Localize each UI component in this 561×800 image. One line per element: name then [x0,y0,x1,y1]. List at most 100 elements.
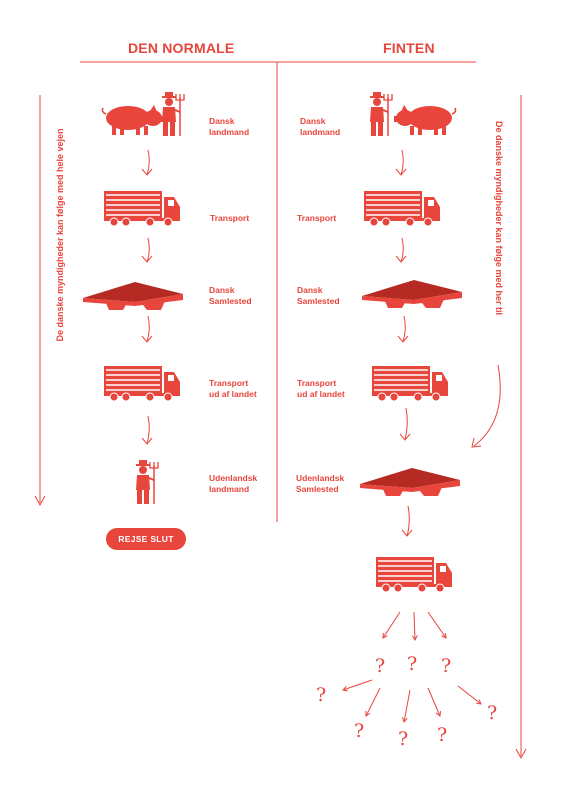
farmer-hat [139,460,147,465]
question-mark: ? [375,655,386,677]
question-mark: ? [441,655,452,677]
dispersal-arrow [413,611,416,641]
pig-leg [418,126,422,135]
flow-arrow-head [395,255,407,263]
truck-wheel [109,392,119,402]
journey-end-badge: REJSE SLUT [106,528,186,550]
truck-chassis [376,584,452,587]
pig-body [408,106,452,130]
truck-icon [372,366,448,402]
pig-head [396,110,414,126]
dispersal-arrow [382,611,401,639]
truck-wheel [145,392,155,402]
barn-icon [362,280,462,308]
dispersal-arrow [365,687,381,717]
right-side-text: De danske myndigheder kan følge med her … [494,120,504,316]
pig-leg [136,126,140,135]
truck-icon [104,191,180,227]
truck-window [436,375,442,381]
truck-chassis [372,393,448,396]
pig-leg [144,126,148,135]
farmer-head [139,466,147,474]
question-mark: ? [487,702,498,724]
truck-chassis [104,218,180,221]
truck-window [440,566,446,572]
farmer-hat [373,92,381,97]
dispersal-arrow [342,679,373,691]
truck-window [168,375,174,381]
dispersal-arrow-head [435,710,441,717]
pig-leg [434,126,438,135]
farmer-arm [148,477,155,481]
right-step-2-label: Transport [297,213,337,223]
farmer-hat [165,92,173,97]
farmer-hat-brim [162,96,176,98]
divert-arrow [473,364,501,447]
left-side-text: De danske myndigheder kan følge med hele… [55,128,65,342]
truck-wheel [393,583,403,593]
pig-ear [150,105,157,112]
dispersal-arrow-head [342,685,349,692]
farmer-leg [137,490,142,504]
truck-wheel [423,217,433,227]
truck-wheel [145,217,155,227]
pig-leg [410,126,414,135]
left-step-2-label: Transport [210,213,250,223]
truck-icon [364,191,440,227]
truck-wheel [435,583,445,593]
question-mark: ? [407,653,418,675]
barn-pillar [105,301,127,310]
truck-wheel [389,392,399,402]
barn-pillar [422,299,444,308]
barn-icon [360,468,460,496]
truck-wheel [377,392,387,402]
flow-arrow [402,315,406,343]
flow-arrow-head [141,335,153,343]
flow-arrow [400,237,404,263]
flow-arrow [146,237,150,263]
dispersal-arrow-head [441,632,447,639]
farmer-icon [370,92,393,136]
truck-window [428,200,434,206]
barn-pillar [420,487,442,496]
pig-snout [394,116,398,122]
farmer-leg [378,122,383,136]
right-side-arrow-head [515,748,527,760]
farmer-icon [162,92,185,136]
farmer-torso [162,107,176,122]
truck-window [168,200,174,206]
left-side-arrow-head [34,495,46,507]
question-mark: ? [437,724,448,746]
farmer-icon [136,460,159,504]
pig-head [144,110,162,126]
pig-tail [101,107,107,115]
pitchfork-tines [175,94,185,101]
farmer-arm [382,109,389,113]
flow-arrow-head [399,433,411,441]
truck-wheel [163,392,173,402]
farmer-leg [170,122,175,136]
truck-wheel [413,392,423,402]
farmer-leg [144,490,149,504]
flow-arrow [146,149,150,176]
truck-wheel [431,392,441,402]
truck-wheel [121,217,131,227]
flow-arrow-head [141,437,153,445]
question-mark: ? [354,720,365,742]
truck-wheel [381,217,391,227]
dispersal-arrow [457,685,482,705]
pig-body [106,106,150,130]
farmer-leg [163,122,168,136]
pig-ear [401,105,408,112]
barn-pillar [143,301,165,310]
truck-chassis [104,393,180,396]
flow-arrow-head [141,168,153,176]
dispersal-arrow [427,687,441,717]
